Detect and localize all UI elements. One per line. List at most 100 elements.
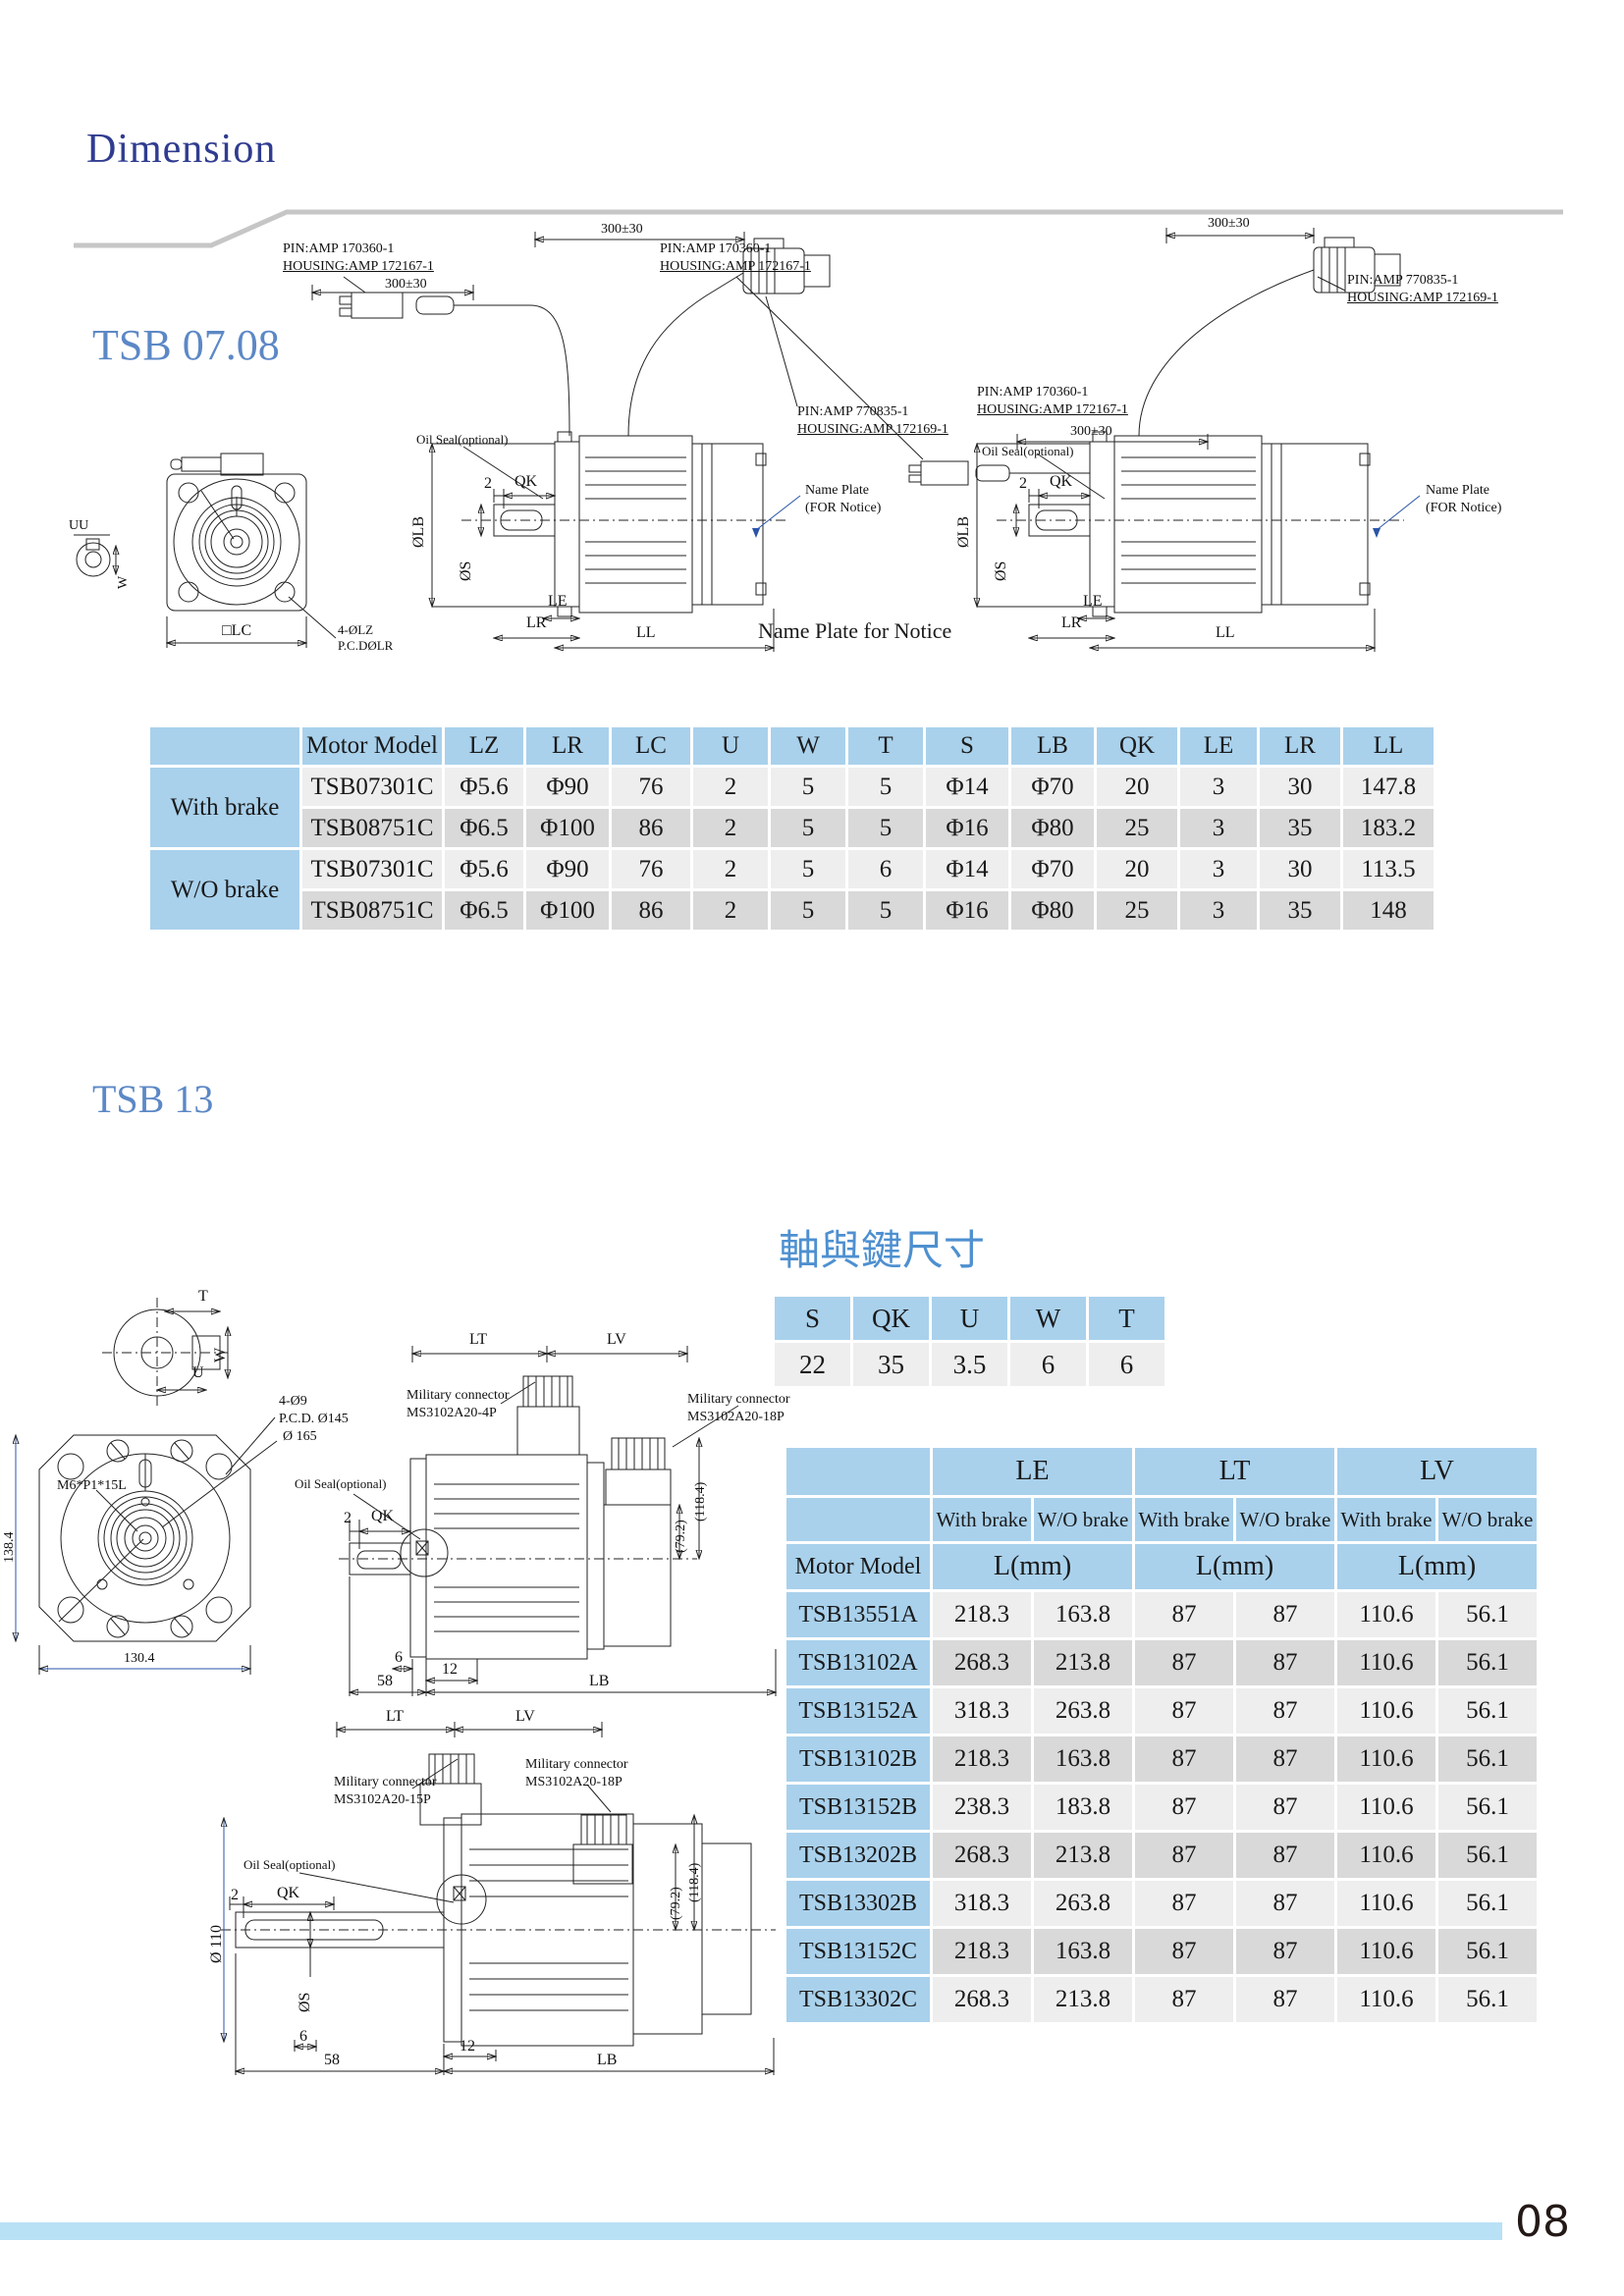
cell: 87 (1236, 1688, 1334, 1734)
cell: Φ90 (526, 850, 609, 888)
cell: 5 (848, 768, 923, 806)
table-header-row: Motor Model L(mm) L(mm) L(mm) (786, 1544, 1537, 1589)
dim-label-ll: LL (636, 624, 656, 641)
cell: 318.3 (933, 1688, 1031, 1734)
cell: 35 (1260, 891, 1340, 930)
name-plate-label: Name Plate (805, 483, 869, 498)
cell: 3 (1180, 850, 1257, 888)
cell: 6 (848, 850, 923, 888)
cell: S (926, 727, 1008, 765)
cell: 87 (1236, 1640, 1334, 1685)
tsb13-technical-drawing (0, 1298, 805, 2075)
table-header-row: LE LT LV (786, 1448, 1537, 1495)
cell: 268.3 (933, 1833, 1031, 1878)
cell: Φ80 (1011, 891, 1094, 930)
cell: 87 (1135, 1785, 1233, 1830)
cell: 110.6 (1337, 1688, 1435, 1734)
dim-label-6: 6 (395, 1649, 403, 1666)
footer-bar (0, 2222, 1502, 2240)
cell: QK (1097, 727, 1177, 765)
cell: 5 (771, 850, 845, 888)
cell: 110.6 (1337, 1785, 1435, 1830)
cell: 110.6 (1337, 1929, 1435, 1974)
table-header-row: With brake W/O brake With brake W/O brak… (786, 1498, 1537, 1541)
cell: W/O brake (1438, 1498, 1537, 1541)
cell: 6 (1010, 1343, 1086, 1386)
section-heading-tsb13: TSB 13 (92, 1077, 214, 1121)
table-row: TSB08751C Φ6.5 Φ100 86 2 5 5 Φ16 Φ80 25 … (150, 809, 1434, 847)
dim-label-118: (118.4) (687, 1862, 702, 1902)
cell: LR (1260, 727, 1340, 765)
cell: TSB13302B (786, 1881, 930, 1926)
pin-label: PIN:AMP 770835-1 (1347, 273, 1459, 288)
cell: 87 (1236, 1833, 1334, 1878)
table-header-row: S QK U W T (775, 1297, 1164, 1340)
shaft-key-title: 軸與鍵尺寸 (779, 1226, 986, 1274)
name-plate-label: (FOR Notice) (805, 501, 882, 515)
dim-label-6: 6 (299, 2028, 307, 2045)
cell: TSB13152A (786, 1688, 930, 1734)
dim-label-u: U (192, 1364, 204, 1381)
cell: 218.3 (933, 1736, 1031, 1782)
cell: U (932, 1297, 1007, 1340)
cell: 110.6 (1337, 1640, 1435, 1685)
dim-label-110: Ø 110 (208, 1925, 225, 1963)
cell: Φ16 (926, 809, 1008, 847)
thread-label: M6*P1*15L (57, 1478, 127, 1493)
dim-label-2: 2 (344, 1510, 352, 1526)
cell: 87 (1236, 1977, 1334, 2022)
dim-label-2: 2 (1019, 475, 1027, 492)
cell: 218.3 (933, 1929, 1031, 1974)
dim-label-t: T (198, 1288, 208, 1305)
cell: Φ6.5 (445, 891, 523, 930)
dim-label-le: LE (548, 593, 568, 610)
cell: 5 (771, 809, 845, 847)
cell: 76 (612, 850, 690, 888)
cell: 87 (1135, 1736, 1233, 1782)
dim-label-lt: LT (386, 1708, 405, 1725)
cell: 163.8 (1034, 1736, 1132, 1782)
cell: W (771, 727, 845, 765)
cell: Φ70 (1011, 768, 1094, 806)
cell: Φ16 (926, 891, 1008, 930)
cell: 87 (1236, 1929, 1334, 1974)
cell: Φ14 (926, 850, 1008, 888)
cell: 35 (1260, 809, 1340, 847)
dim-label-12: 12 (442, 1661, 458, 1678)
cell (786, 1498, 930, 1541)
cell: Φ70 (1011, 850, 1094, 888)
connector-label: Military connector (687, 1392, 790, 1407)
dim-label-w: W (212, 1347, 229, 1362)
cell: 110.6 (1337, 1881, 1435, 1926)
cell: 2 (693, 891, 768, 930)
cell: 183.8 (1034, 1785, 1132, 1830)
cell: 87 (1135, 1688, 1233, 1734)
cell: 3.5 (932, 1343, 1007, 1386)
cell: 76 (612, 768, 690, 806)
cell: U (693, 727, 768, 765)
cell: TSB13152C (786, 1929, 930, 1974)
cell: L(mm) (933, 1544, 1132, 1589)
cell: 87 (1135, 1881, 1233, 1926)
connector-label: Military connector (406, 1388, 510, 1403)
dim-label-od: Ø 165 (283, 1429, 317, 1444)
cell: 3 (1180, 768, 1257, 806)
cell: 35 (853, 1343, 929, 1386)
dim-label-58: 58 (377, 1673, 393, 1689)
cell: 87 (1236, 1592, 1334, 1637)
cell: TSB13102A (786, 1640, 930, 1685)
cell: 6 (1089, 1343, 1164, 1386)
connector-label: MS3102A20-15P (334, 1792, 431, 1807)
cell: TSB13551A (786, 1592, 930, 1637)
cell: TSB08751C (302, 809, 442, 847)
cell: 86 (612, 891, 690, 930)
cell: Motor Model (786, 1544, 930, 1589)
cell: TSB13202B (786, 1833, 930, 1878)
dim-label-lz: 4-ØLZ (338, 622, 374, 637)
cell: 56.1 (1438, 1833, 1537, 1878)
cell: 5 (771, 768, 845, 806)
